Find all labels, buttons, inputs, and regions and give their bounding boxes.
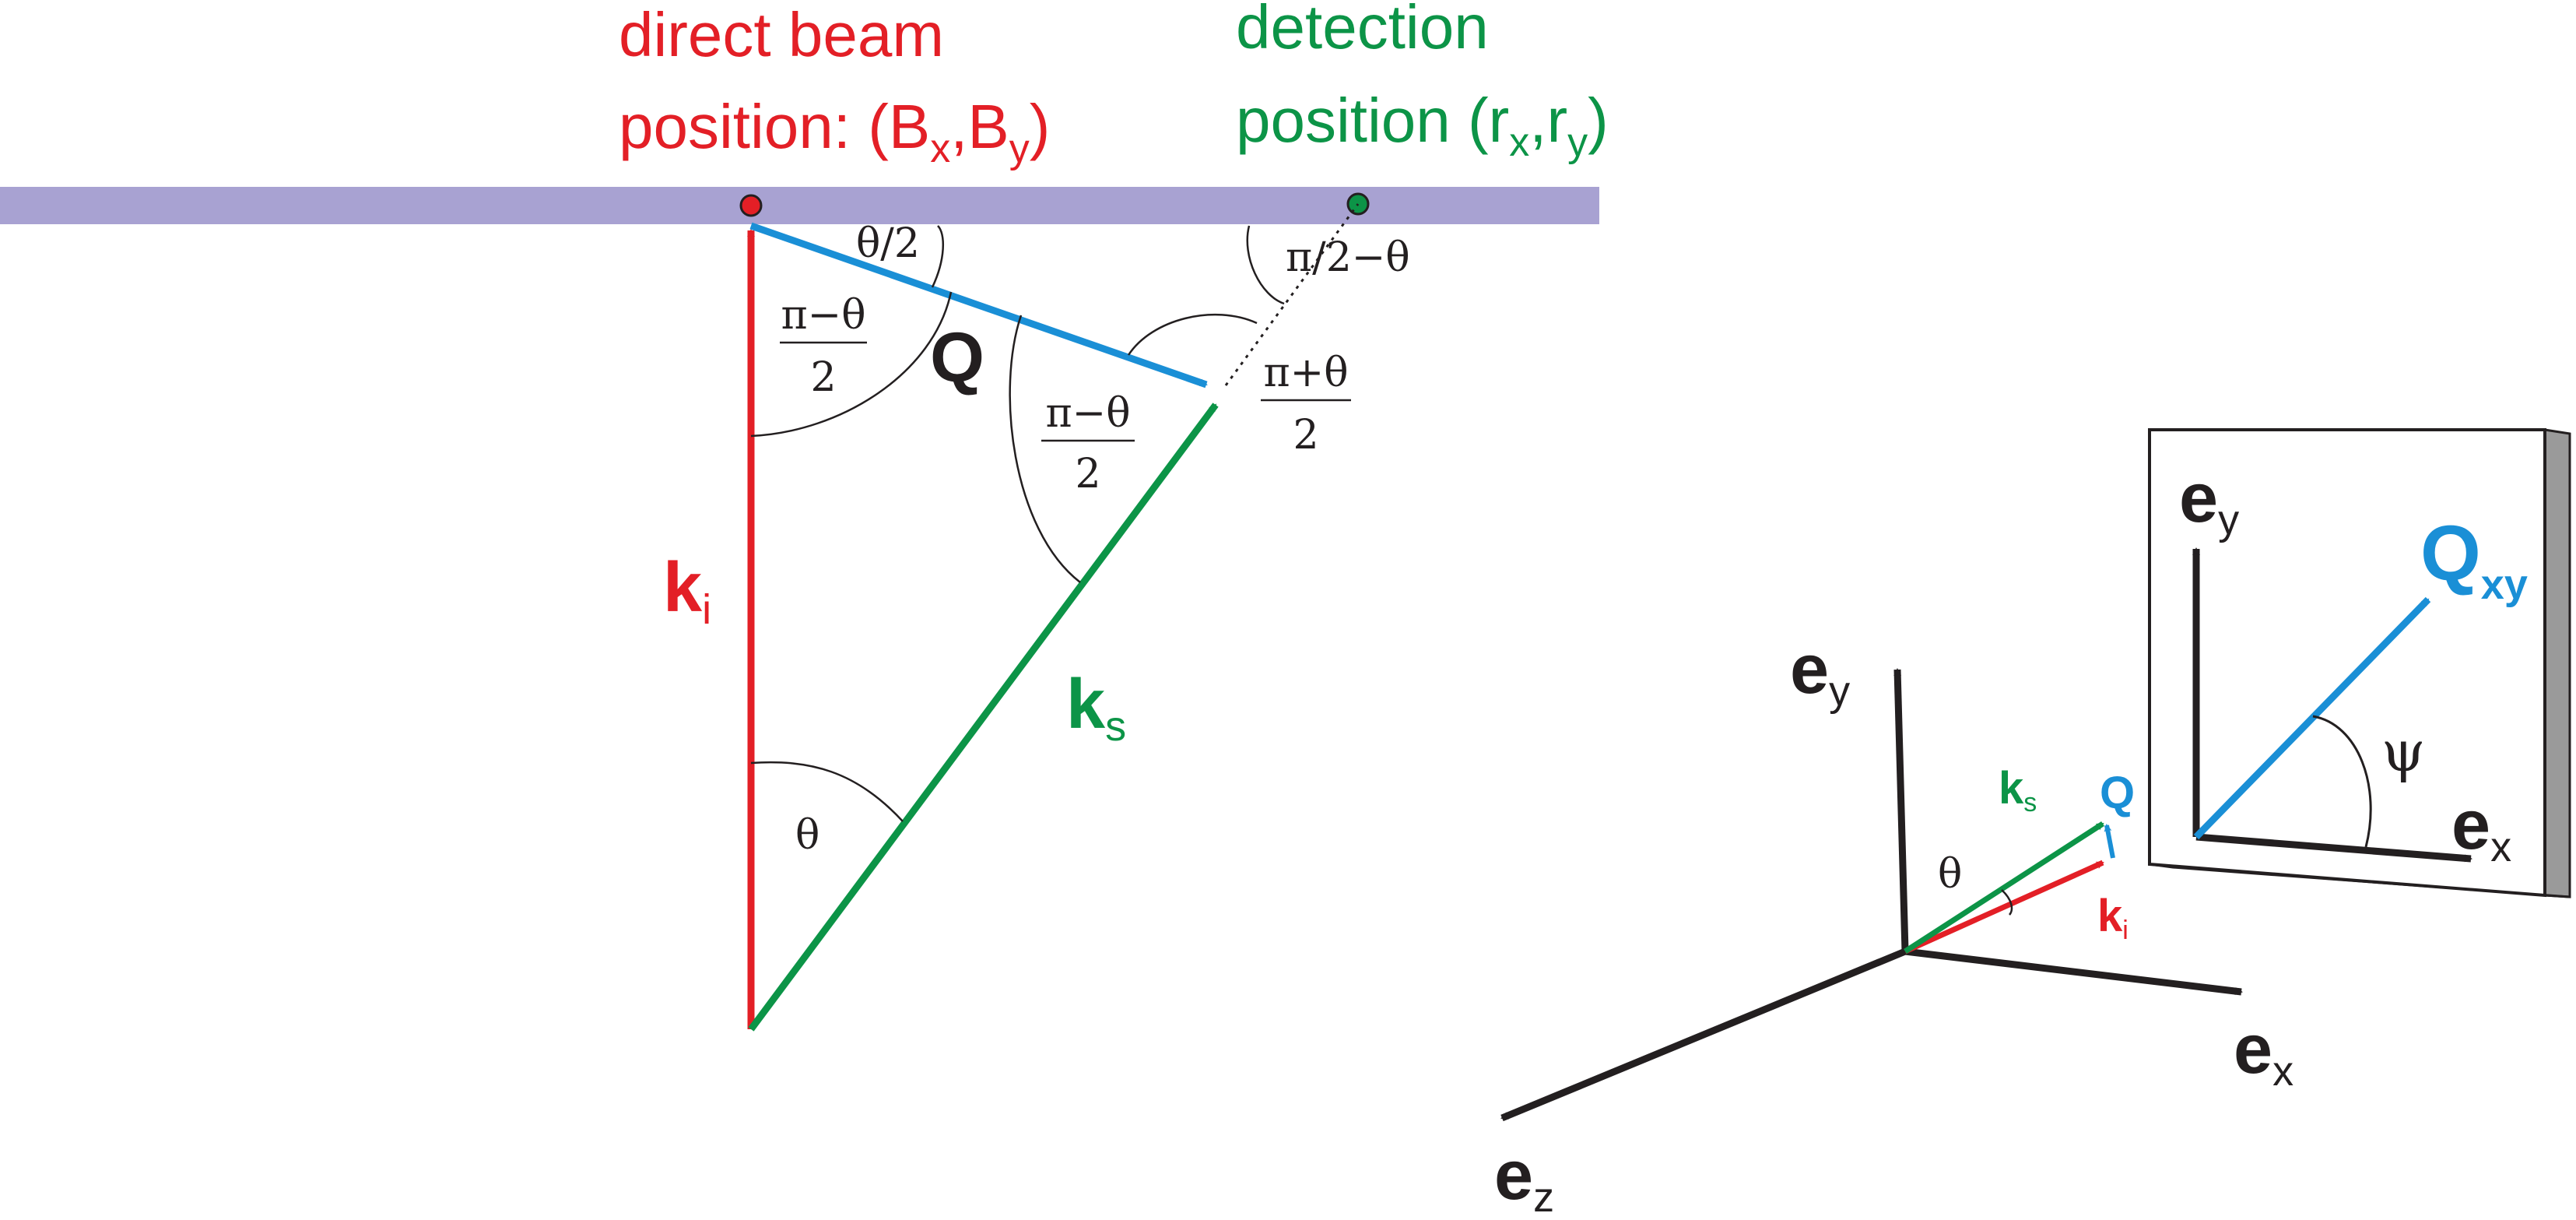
- label-theta-bottom: θ: [795, 812, 819, 859]
- svg-text:π+θ: π+θ: [1263, 350, 1348, 396]
- ks-vector: [748, 403, 1219, 1032]
- label-ey-3d: ey: [1790, 631, 1850, 715]
- q-vector-small: [2104, 824, 2115, 859]
- angle-arc-psi: [2312, 715, 2372, 848]
- label-ki-small: ki: [2097, 891, 2129, 945]
- label-ks: ks: [1066, 666, 1126, 750]
- direct-beam-label: direct beam position: (Bx,By): [619, 0, 1050, 171]
- label-ex-3d: ex: [2234, 1011, 2293, 1095]
- label-pi-plus-theta-over-2: π+θ 2: [1261, 350, 1351, 459]
- label-ey-panel: ey: [2179, 459, 2239, 543]
- svg-text:2: 2: [810, 354, 836, 401]
- ks-extension-dotted: [1224, 203, 1360, 386]
- label-psi: ψ: [2381, 719, 2425, 784]
- label-qxy: Qxy: [2420, 510, 2528, 608]
- angle-arc-pi-half-minus-theta: [1246, 225, 1285, 305]
- label-ks-small: ks: [1999, 763, 2037, 817]
- angle-arc-theta-small: [2001, 889, 2013, 916]
- angle-arc-theta-half: [931, 225, 945, 288]
- label-pi-minus-theta-over-2-top: π−θ 2: [780, 292, 867, 401]
- label-theta-small: θ: [1938, 851, 1962, 898]
- angle-arc-theta: [750, 761, 904, 822]
- axis-ex-3d: [1904, 948, 2243, 996]
- svg-text:π−θ: π−θ: [781, 292, 865, 339]
- label-ki: ki: [663, 549, 711, 633]
- detector-plane: [0, 187, 1599, 224]
- angle-arc-pi-minus-theta-top: [750, 291, 953, 438]
- svg-text:2: 2: [1293, 412, 1318, 459]
- label-pi-minus-theta-over-2-mid: π−θ 2: [1041, 390, 1135, 497]
- ki-vector-small: [1904, 860, 2104, 955]
- axis-ez-3d: [1500, 948, 1907, 1122]
- direct-beam-point: [739, 194, 763, 217]
- label-ex-panel: ex: [2451, 786, 2511, 870]
- angle-arc-pi-plus-theta: [1127, 313, 1258, 356]
- label-theta-half: θ/2: [856, 220, 920, 267]
- axis-ey-3d: [1893, 668, 1909, 952]
- q-vector: [749, 222, 1208, 389]
- angle-arc-pi-minus-theta-mid: [1009, 315, 1081, 583]
- svg-text:π−θ: π−θ: [1045, 390, 1130, 437]
- qxy-vector: [2193, 596, 2431, 840]
- detection-position-label: detection position (rx,ry): [1236, 0, 1609, 165]
- ks-vector-small: [1904, 821, 2104, 954]
- svg-text:2: 2: [1075, 451, 1100, 497]
- label-q: Q: [930, 319, 984, 397]
- axis-ex-panel: [2195, 833, 2472, 863]
- label-pi-half-minus-theta: π/2−θ: [1286, 234, 1410, 281]
- label-ez-3d: ez: [1494, 1137, 1554, 1220]
- label-q-small: Q: [2100, 768, 2135, 818]
